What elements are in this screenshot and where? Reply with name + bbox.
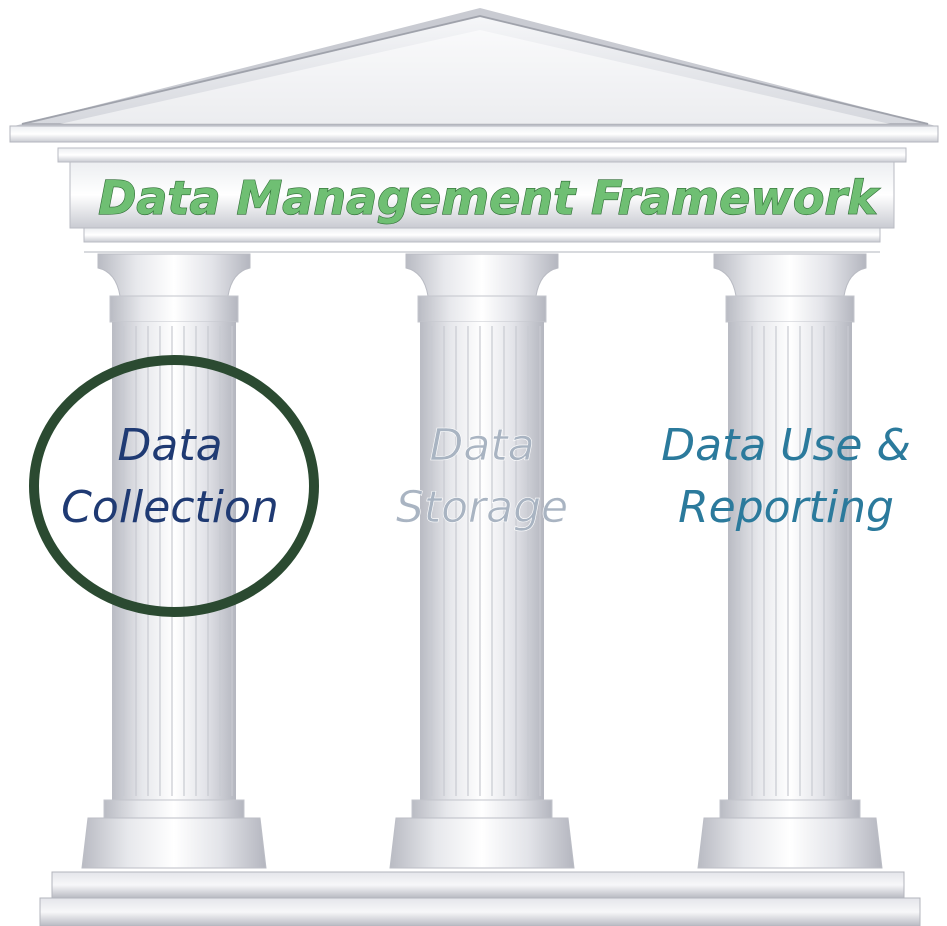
- pillar-1-line-2: Collection: [61, 482, 279, 533]
- pillar-label-2: Data Storage: [396, 420, 569, 534]
- pediment: [9, 8, 939, 143]
- pillar-label-3: Data Use & Reporting: [661, 420, 911, 533]
- temple-base: [39, 871, 921, 926]
- pillar-1: [81, 253, 267, 869]
- pillar-3-line-2: Reporting: [678, 482, 894, 533]
- pillar-2-line-2: Storage: [396, 482, 568, 533]
- framework-title: Data Management Framework: [98, 171, 880, 225]
- highlight-ring: [29, 355, 319, 617]
- pillar-3: [697, 253, 883, 869]
- pillar-label-1: Data Collection: [61, 420, 279, 533]
- pillar-1-line-1: Data: [117, 420, 222, 471]
- pillar-2: [389, 253, 575, 869]
- pillar-3-line-1: Data Use &: [661, 420, 911, 471]
- entablature: [57, 147, 907, 253]
- pillar-2-line-1: Data: [429, 420, 534, 471]
